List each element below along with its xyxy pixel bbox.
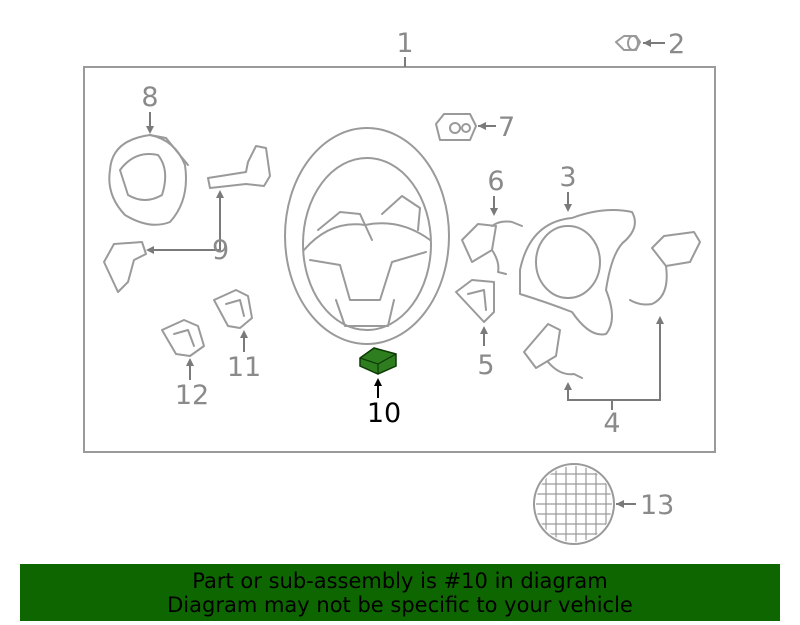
part-4-switch-right[interactable] [629, 231, 701, 306]
part-10-body [359, 347, 397, 375]
assembly-frame [83, 66, 716, 453]
notice-banner: Part or sub-assembly is #10 in diagram D… [20, 564, 780, 621]
callout-10[interactable]: 10 [367, 398, 401, 429]
callout-7[interactable]: 7 [498, 112, 515, 143]
part-13-emblem[interactable] [533, 463, 615, 545]
part-4-switch-left[interactable] [523, 323, 583, 379]
callout-5[interactable]: 5 [477, 350, 494, 381]
parts-diagram: 1 2 8 9 11 12 [83, 28, 716, 545]
part-6-switch[interactable] [461, 220, 523, 275]
arrow-4a [564, 382, 572, 390]
arrow-9b [146, 246, 154, 254]
part-12-bracket[interactable] [161, 319, 205, 357]
part-11-bracket[interactable] [213, 289, 253, 329]
leader-4 [567, 318, 661, 401]
arrow-6 [490, 208, 498, 216]
arrow-11 [240, 330, 248, 338]
part-2-clip[interactable] [615, 35, 641, 51]
arrow-3 [564, 204, 572, 212]
part-8-airbag-cover[interactable] [108, 134, 189, 226]
arrow-2 [643, 39, 651, 47]
part-9-paddle-lower[interactable] [103, 241, 147, 293]
arrow-13 [616, 500, 624, 508]
callout-9[interactable]: 9 [212, 235, 229, 266]
callout-13[interactable]: 13 [640, 490, 674, 521]
notice-line-1: Part or sub-assembly is #10 in diagram [192, 568, 608, 593]
notice-line-2: Diagram may not be specific to your vehi… [167, 592, 633, 617]
arrow-9a [216, 190, 224, 198]
callout-6[interactable]: 6 [487, 166, 504, 197]
callout-11[interactable]: 11 [227, 352, 261, 383]
arrow-4b [656, 316, 664, 324]
callout-8[interactable]: 8 [141, 82, 158, 113]
part-7-switch[interactable] [435, 113, 477, 141]
part-10-module[interactable] [359, 347, 397, 375]
steering-wheel[interactable] [284, 127, 450, 345]
part-9-paddle-upper[interactable] [207, 145, 271, 189]
part-3-spoke-cover[interactable] [519, 209, 636, 336]
callout-2[interactable]: 2 [668, 29, 685, 60]
leader-9 [212, 192, 221, 251]
arrow-7 [478, 122, 486, 130]
callout-1[interactable]: 1 [396, 28, 413, 59]
callout-4[interactable]: 4 [603, 408, 620, 439]
arrow-8 [146, 126, 154, 134]
part-5-switch[interactable] [455, 279, 495, 323]
arrow-5 [480, 326, 488, 334]
arrow-10 [374, 378, 382, 386]
callout-3[interactable]: 3 [559, 162, 576, 193]
callout-12[interactable]: 12 [175, 380, 209, 411]
arrow-12 [186, 358, 194, 366]
